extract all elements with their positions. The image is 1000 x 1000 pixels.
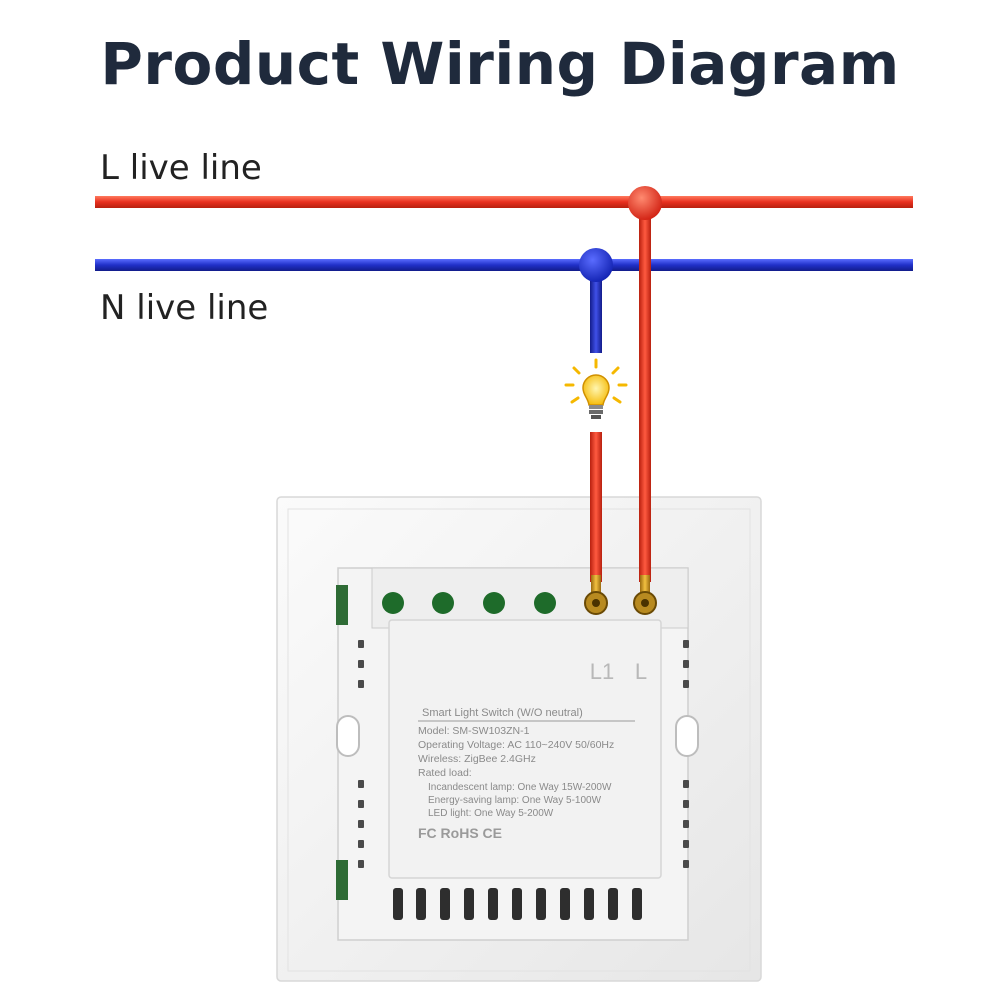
spec-rated-load: Rated load:	[418, 767, 472, 779]
live-line-wire	[95, 196, 913, 208]
terminal-unused-3	[483, 592, 505, 614]
l1-load-wire	[590, 432, 602, 582]
spec-voltage: Operating Voltage: AC 110~240V 50/60Hz	[418, 739, 614, 751]
spec-model: Model: SM-SW103ZN-1	[418, 725, 530, 737]
spec-wireless: Wireless: ZigBee 2.4GHz	[418, 753, 536, 765]
live-line-label: L live line	[100, 148, 262, 188]
neutral-line-wire	[95, 259, 913, 271]
light-bulb-icon	[564, 358, 628, 419]
spec-load-energy-saving: Energy-saving lamp: One Way 5-100W	[428, 795, 602, 806]
spec-load-incandescent: Incandescent lamp: One Way 15W-200W	[428, 782, 612, 793]
diagram-title: Product Wiring Diagram	[100, 30, 900, 98]
neutral-line-label: N live line	[100, 288, 269, 328]
spec-load-led: LED light: One Way 5-200W	[428, 808, 554, 819]
neutral-drop-wire	[590, 265, 602, 353]
terminal-unused-2	[432, 592, 454, 614]
live-drop-wire	[639, 204, 651, 582]
terminal-unused-1	[382, 592, 404, 614]
side-vents	[358, 640, 689, 868]
terminal-unused-4	[534, 592, 556, 614]
certification-marks: FC RoHS CE	[418, 825, 502, 841]
terminal-l1-label: L1	[590, 659, 614, 684]
terminal-l-label: L	[635, 659, 647, 684]
neutral-junction-dot	[579, 248, 613, 282]
spec-label-title: Smart Light Switch (W/O neutral)	[422, 707, 583, 719]
switch-housing	[276, 496, 762, 982]
live-junction-dot	[628, 186, 662, 220]
bottom-vents	[393, 888, 642, 920]
